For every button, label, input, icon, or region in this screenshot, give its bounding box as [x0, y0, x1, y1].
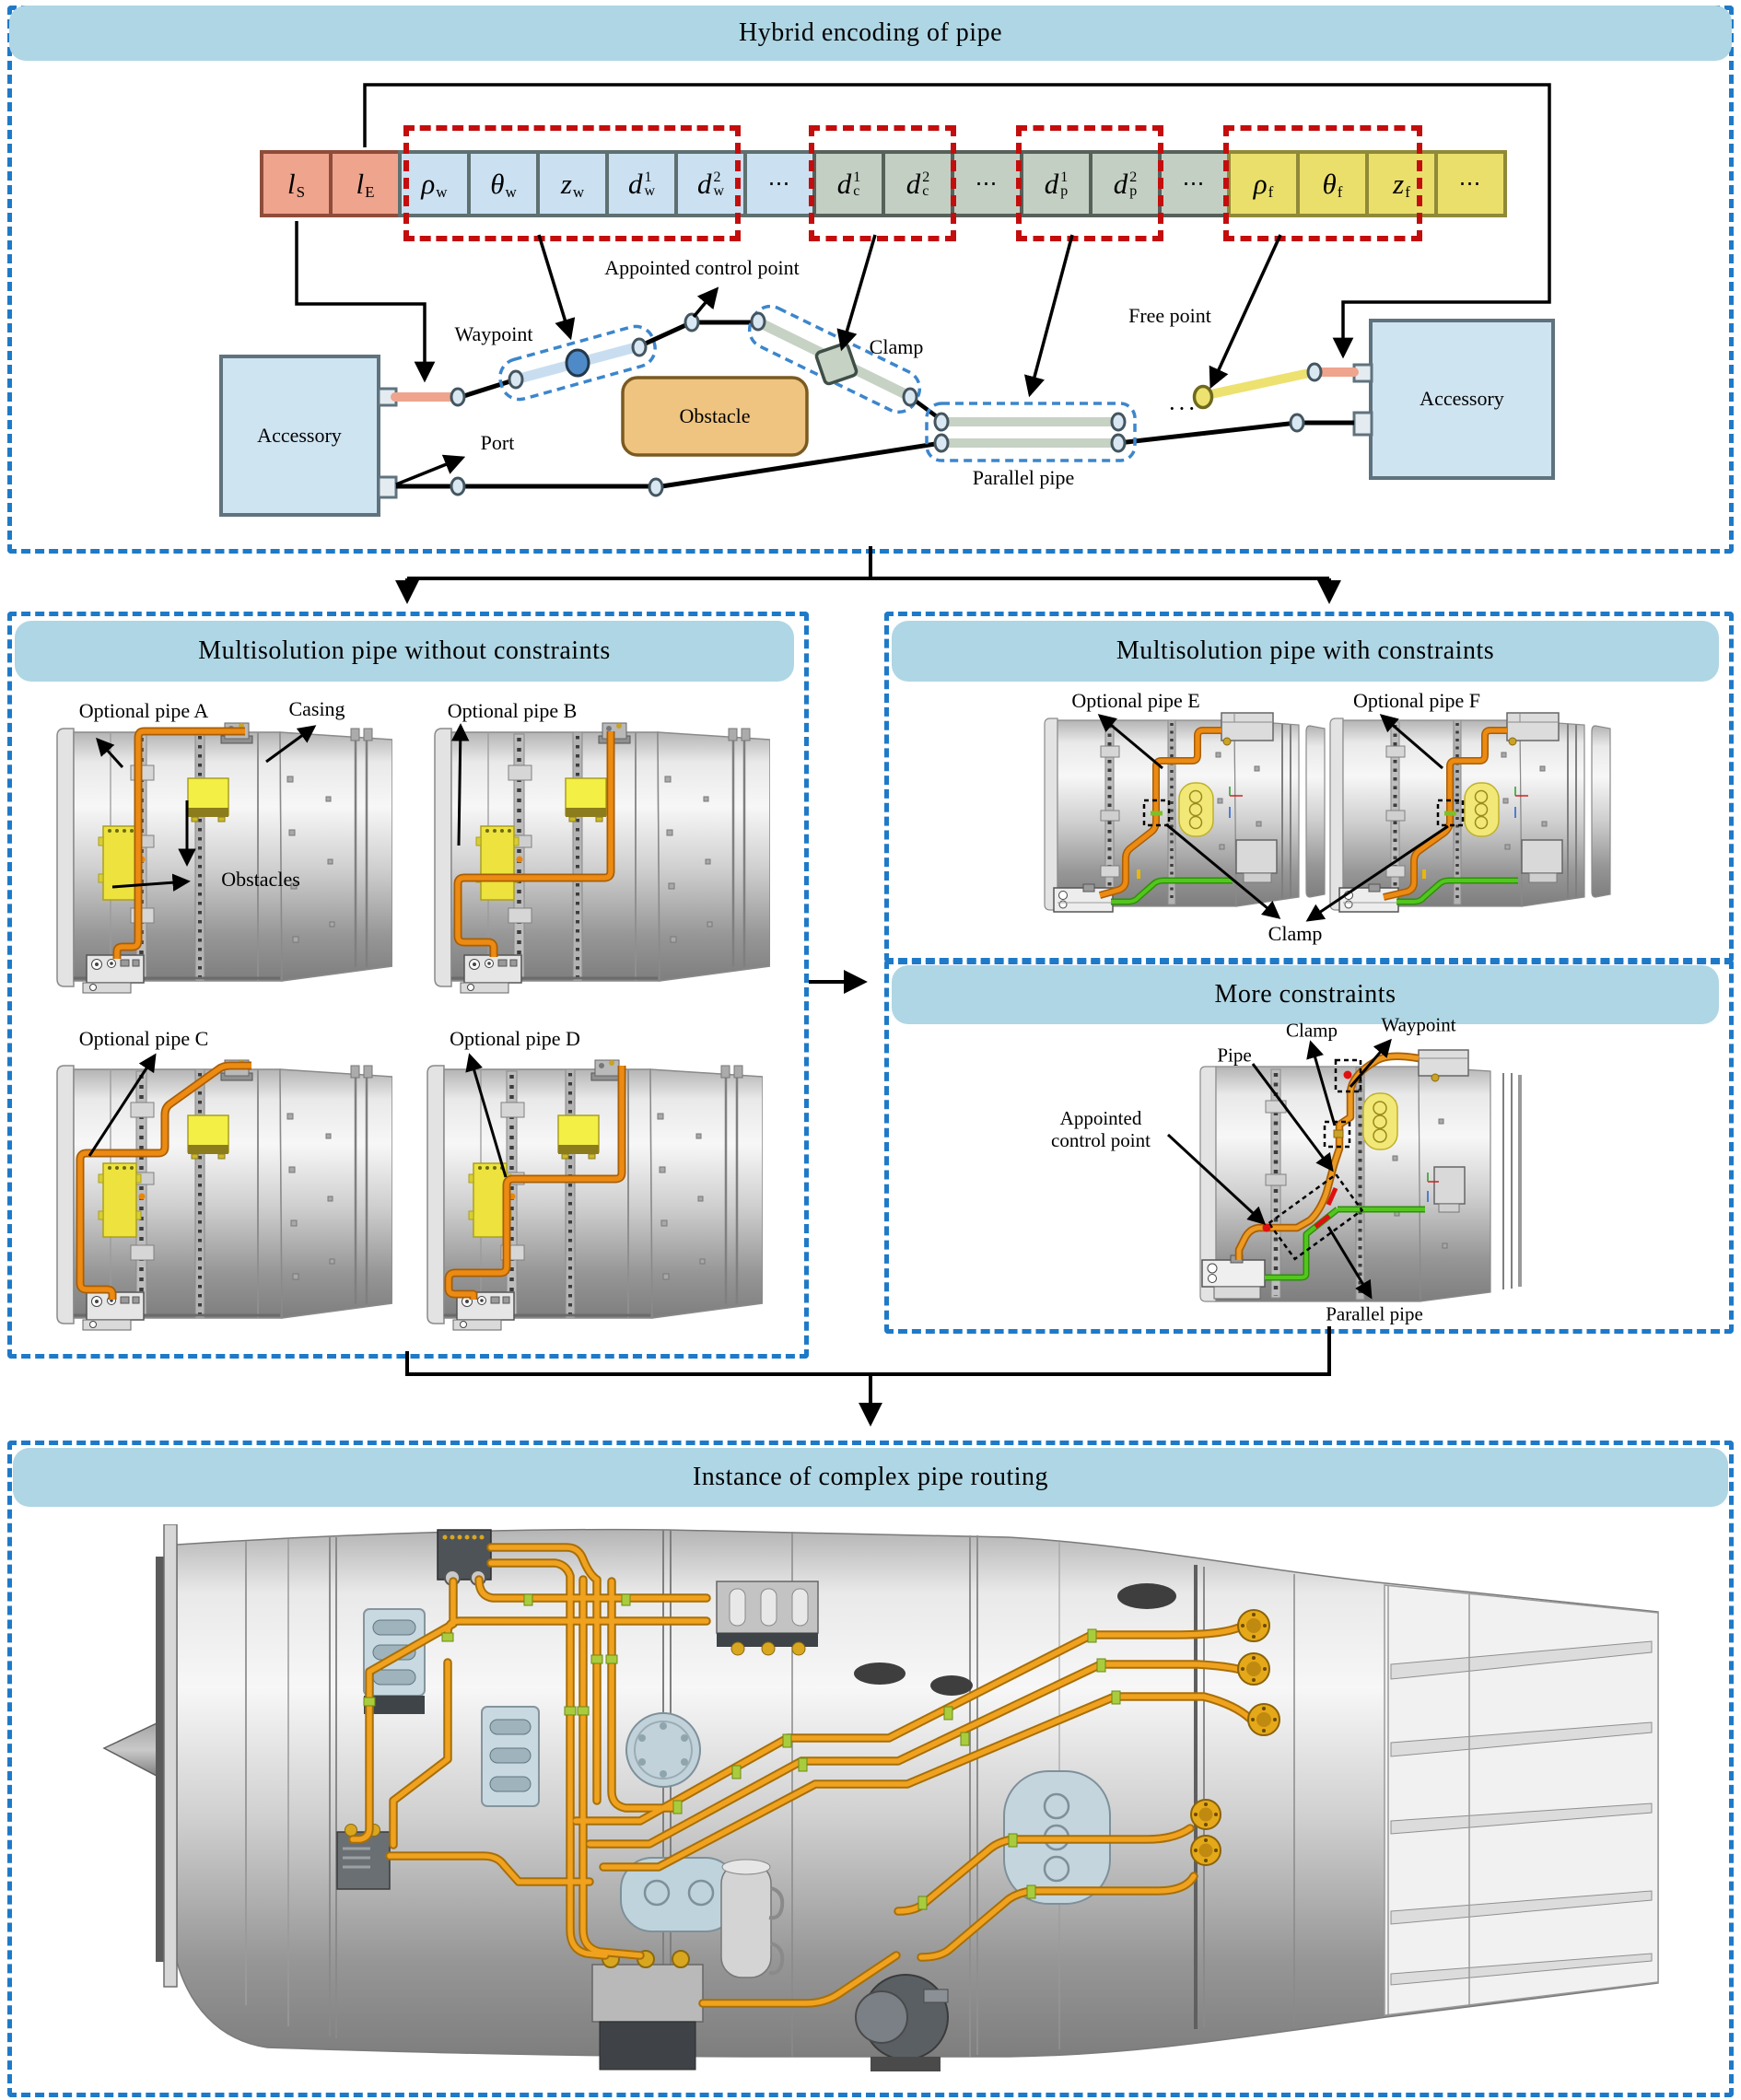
- label-clamp-ef: Clamp: [1268, 922, 1323, 945]
- label-optional-pipe-e: Optional pipe E: [1071, 689, 1200, 712]
- label-optional-pipe-c: Optional pipe C: [78, 1027, 209, 1050]
- label-obstacle: Obstacle: [679, 404, 751, 427]
- engine-c-figure: [50, 1056, 392, 1333]
- label-more-pipe: Pipe: [1217, 1044, 1252, 1067]
- cell-dots-f: ⋯: [1434, 150, 1507, 217]
- group-box-clamp: [809, 125, 956, 241]
- label-clamp: Clamp: [869, 335, 924, 358]
- engine-a-figure: [50, 719, 392, 996]
- label-parallel-pipe: Parallel pipe: [972, 466, 1075, 489]
- bottom-panel: [7, 1441, 1734, 2097]
- group-box-free: [1223, 125, 1422, 241]
- engine-more-figure: [1199, 1049, 1522, 1302]
- top-panel-title: Hybrid encoding of pipe: [739, 18, 1002, 47]
- label-optional-pipe-a: Optional pipe A: [78, 699, 209, 722]
- group-box-waypoint: [403, 125, 741, 241]
- bottom-panel-header: Instance of complex pipe routing: [13, 1448, 1728, 1507]
- top-panel: [7, 6, 1734, 554]
- cell-dots-c: ⋯: [951, 150, 1023, 217]
- right-panel-title: Multisolution pipe with constraints: [1116, 636, 1495, 665]
- engine-f-figure: [1326, 711, 1614, 916]
- engine-complex-figure: [102, 1524, 1659, 2071]
- group-box-parallel: [1016, 125, 1163, 241]
- right-panel-header: Multisolution pipe with constraints: [892, 621, 1719, 682]
- label-casing: Casing: [288, 697, 345, 720]
- label-accessory-left: Accessory: [257, 424, 342, 447]
- more-panel-header: More constraints: [892, 965, 1719, 1024]
- engine-d-figure: [420, 1056, 763, 1333]
- cell-dots-w: ⋯: [743, 150, 816, 217]
- top-panel-header: Hybrid encoding of pipe: [9, 6, 1732, 61]
- cell-dots-p: ⋯: [1158, 150, 1231, 217]
- label-optional-pipe-b: Optional pipe B: [447, 699, 578, 722]
- label-more-waypoint: Waypoint: [1381, 1013, 1456, 1036]
- label-more-clamp: Clamp: [1286, 1019, 1338, 1042]
- left-panel-header: Multisolution pipe without constraints: [15, 621, 794, 682]
- more-panel-title: More constraints: [1214, 980, 1396, 1009]
- label-optional-pipe-d: Optional pipe D: [450, 1027, 580, 1050]
- engine-e-figure: [1041, 711, 1328, 916]
- label-obstacles: Obstacles: [221, 868, 300, 891]
- left-panel-title: Multisolution pipe without constraints: [198, 636, 611, 665]
- label-more-appointed: Appointed control point: [1051, 1106, 1151, 1151]
- label-accessory-right: Accessory: [1420, 387, 1504, 410]
- label-waypoint: Waypoint: [454, 322, 533, 345]
- label-free-point: Free point: [1128, 304, 1211, 327]
- label-appointed-control-point: Appointed control point: [604, 256, 800, 279]
- label-optional-pipe-f: Optional pipe F: [1352, 689, 1481, 712]
- label-port: Port: [480, 431, 515, 454]
- label-more-parallel-pipe: Parallel pipe: [1326, 1302, 1423, 1325]
- bottom-panel-title: Instance of complex pipe routing: [692, 1463, 1049, 1491]
- engine-b-figure: [427, 719, 770, 996]
